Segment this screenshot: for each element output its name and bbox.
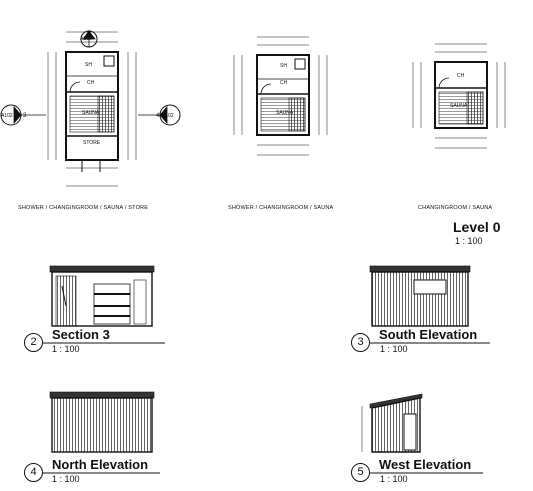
room-label: SAUNA [450, 103, 468, 109]
elevation-marker-right-num: 4 [156, 113, 160, 119]
view-title-rules [42, 342, 490, 474]
view-number-2: 2 [24, 333, 43, 352]
view-scale-west-elevation: 1 : 100 [380, 474, 408, 484]
view-scale-south-elevation: 1 : 100 [380, 344, 408, 354]
elevation-marker-left-tag: A102 [1, 113, 13, 119]
elevation-marker-left-num: 3 [23, 113, 27, 119]
plan-2 [233, 36, 328, 156]
room-label: SH [85, 62, 92, 68]
room-label: SH [280, 63, 287, 69]
level-title: Level 0 [453, 219, 501, 235]
view-number-4: 4 [24, 463, 43, 482]
room-label: SAUNA [82, 110, 100, 116]
west-elevation-drawing [361, 393, 423, 453]
room-label: SAUNA [276, 110, 294, 116]
view-scale-section-3: 1 : 100 [52, 344, 80, 354]
plan-1 [0, 30, 181, 187]
elevation-marker-right-tag: A102 [162, 113, 174, 119]
view-number-5: 5 [351, 463, 370, 482]
view-title-north-elevation: North Elevation [52, 457, 149, 472]
room-label: STORE [83, 140, 101, 146]
section-3-drawing [49, 265, 155, 327]
room-label: CH [280, 80, 288, 86]
level-scale: 1 : 100 [455, 236, 483, 246]
north-elevation-drawing [49, 391, 155, 453]
room-label: CH [87, 80, 95, 86]
south-elevation-drawing [369, 265, 471, 327]
view-title-section-3: Section 3 [52, 327, 110, 342]
room-label: CH [457, 73, 465, 79]
view-scale-north-elevation: 1 : 100 [52, 474, 80, 484]
plan-3-caption: CHANGINGROOM / SAUNA [418, 205, 493, 211]
plan-3 [412, 43, 506, 149]
plan-1-caption: SHOWER / CHANGINGROOM / SAUNA / STORE [18, 205, 149, 211]
view-title-south-elevation: South Elevation [379, 327, 478, 342]
plan-2-caption: SHOWER / CHANGINGROOM / SAUNA [228, 205, 334, 211]
section-marker-top: A102 [80, 36, 92, 42]
view-number-3: 3 [351, 333, 370, 352]
view-title-west-elevation: West Elevation [379, 457, 472, 472]
